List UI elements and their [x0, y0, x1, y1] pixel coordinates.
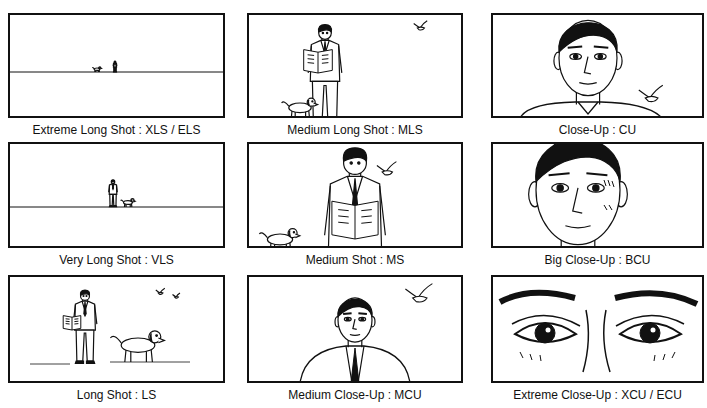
- dog-figure: [121, 199, 135, 207]
- mcu-scene: [300, 284, 432, 381]
- shot-caption: Big Close-Up : BCU: [544, 253, 650, 267]
- frame-border: [247, 275, 463, 383]
- highlight: [651, 328, 656, 333]
- nose: [583, 310, 610, 372]
- frame-border: [8, 142, 225, 248]
- frame-border: [8, 13, 225, 118]
- shading: [604, 180, 614, 210]
- shot-caption: Extreme Long Shot : XLS / ELS: [32, 123, 200, 137]
- eye: [515, 323, 576, 342]
- shot-caption: Medium Long Shot : MLS: [287, 123, 422, 137]
- shading: [520, 352, 675, 361]
- newspaper: [63, 316, 81, 330]
- bird: [414, 21, 428, 30]
- bird: [173, 293, 181, 298]
- iris: [535, 323, 555, 343]
- cu-scene: [520, 20, 663, 116]
- man-figure: [109, 180, 118, 207]
- shot-caption: Close-Up : CU: [559, 123, 636, 137]
- shot-frame: Long Shot : LS: [8, 275, 225, 403]
- shot-caption: Medium Shot : MS: [306, 253, 405, 267]
- shoulders: [520, 102, 662, 116]
- iris: [640, 323, 660, 343]
- newspaper: [304, 50, 333, 73]
- ground-line: [30, 362, 190, 364]
- highlight: [546, 328, 551, 333]
- shot-caption: Extreme Close-Up : XCU / ECU: [513, 388, 682, 402]
- vls-scene: [10, 180, 223, 207]
- eyebrow: [500, 293, 575, 302]
- bird: [156, 288, 165, 294]
- frame-border: [247, 142, 463, 248]
- shot-frame: Extreme Long Shot : XLS / ELS: [8, 13, 225, 138]
- frame-border: [491, 13, 704, 118]
- shot-frame: Medium Shot : MS: [247, 142, 463, 268]
- shot-caption: Medium Close-Up : MCU: [288, 388, 421, 402]
- face: [529, 144, 628, 246]
- shot-frame: Very Long Shot : VLS: [8, 142, 225, 268]
- xcu-scene: [500, 293, 697, 372]
- eye: [620, 323, 681, 342]
- frame-border: [8, 275, 225, 383]
- lapels: [346, 346, 364, 381]
- shot-caption: Very Long Shot : VLS: [59, 253, 174, 267]
- shot-caption: Long Shot : LS: [77, 388, 156, 402]
- suit: [300, 346, 410, 381]
- frame-border: [247, 13, 463, 118]
- shot-frame: Close-Up : CU: [491, 13, 704, 138]
- shot-frame: Big Close-Up : BCU: [491, 142, 704, 268]
- eyelids: [512, 315, 684, 326]
- xls-scene: [10, 61, 223, 72]
- face: [335, 298, 375, 347]
- tie: [351, 348, 359, 381]
- dog-figure: [282, 98, 318, 116]
- dog-figure: [259, 229, 300, 246]
- ls-scene: [30, 288, 190, 364]
- illustrations: [10, 20, 697, 383]
- bird: [377, 162, 397, 175]
- shot-frame: Extreme Close-Up : XCU / ECU: [491, 275, 704, 403]
- shot-frame: Medium Long Shot : MLS: [247, 13, 463, 138]
- eyebrow: [615, 293, 697, 304]
- man-figure: [113, 61, 117, 72]
- frame-border: [491, 275, 704, 383]
- frame-border: [491, 142, 704, 248]
- dog-figure: [92, 67, 101, 72]
- man-figure: [325, 148, 386, 246]
- bird: [405, 284, 432, 302]
- face: [554, 20, 622, 104]
- shot-frame: Medium Close-Up : MCU: [247, 275, 463, 403]
- bcu-scene: [529, 144, 628, 246]
- ms-scene: [259, 148, 396, 246]
- newspaper: [332, 201, 378, 239]
- dog-figure: [110, 331, 164, 362]
- collar: [578, 102, 598, 114]
- bird: [639, 85, 663, 101]
- mls-scene: [282, 21, 428, 116]
